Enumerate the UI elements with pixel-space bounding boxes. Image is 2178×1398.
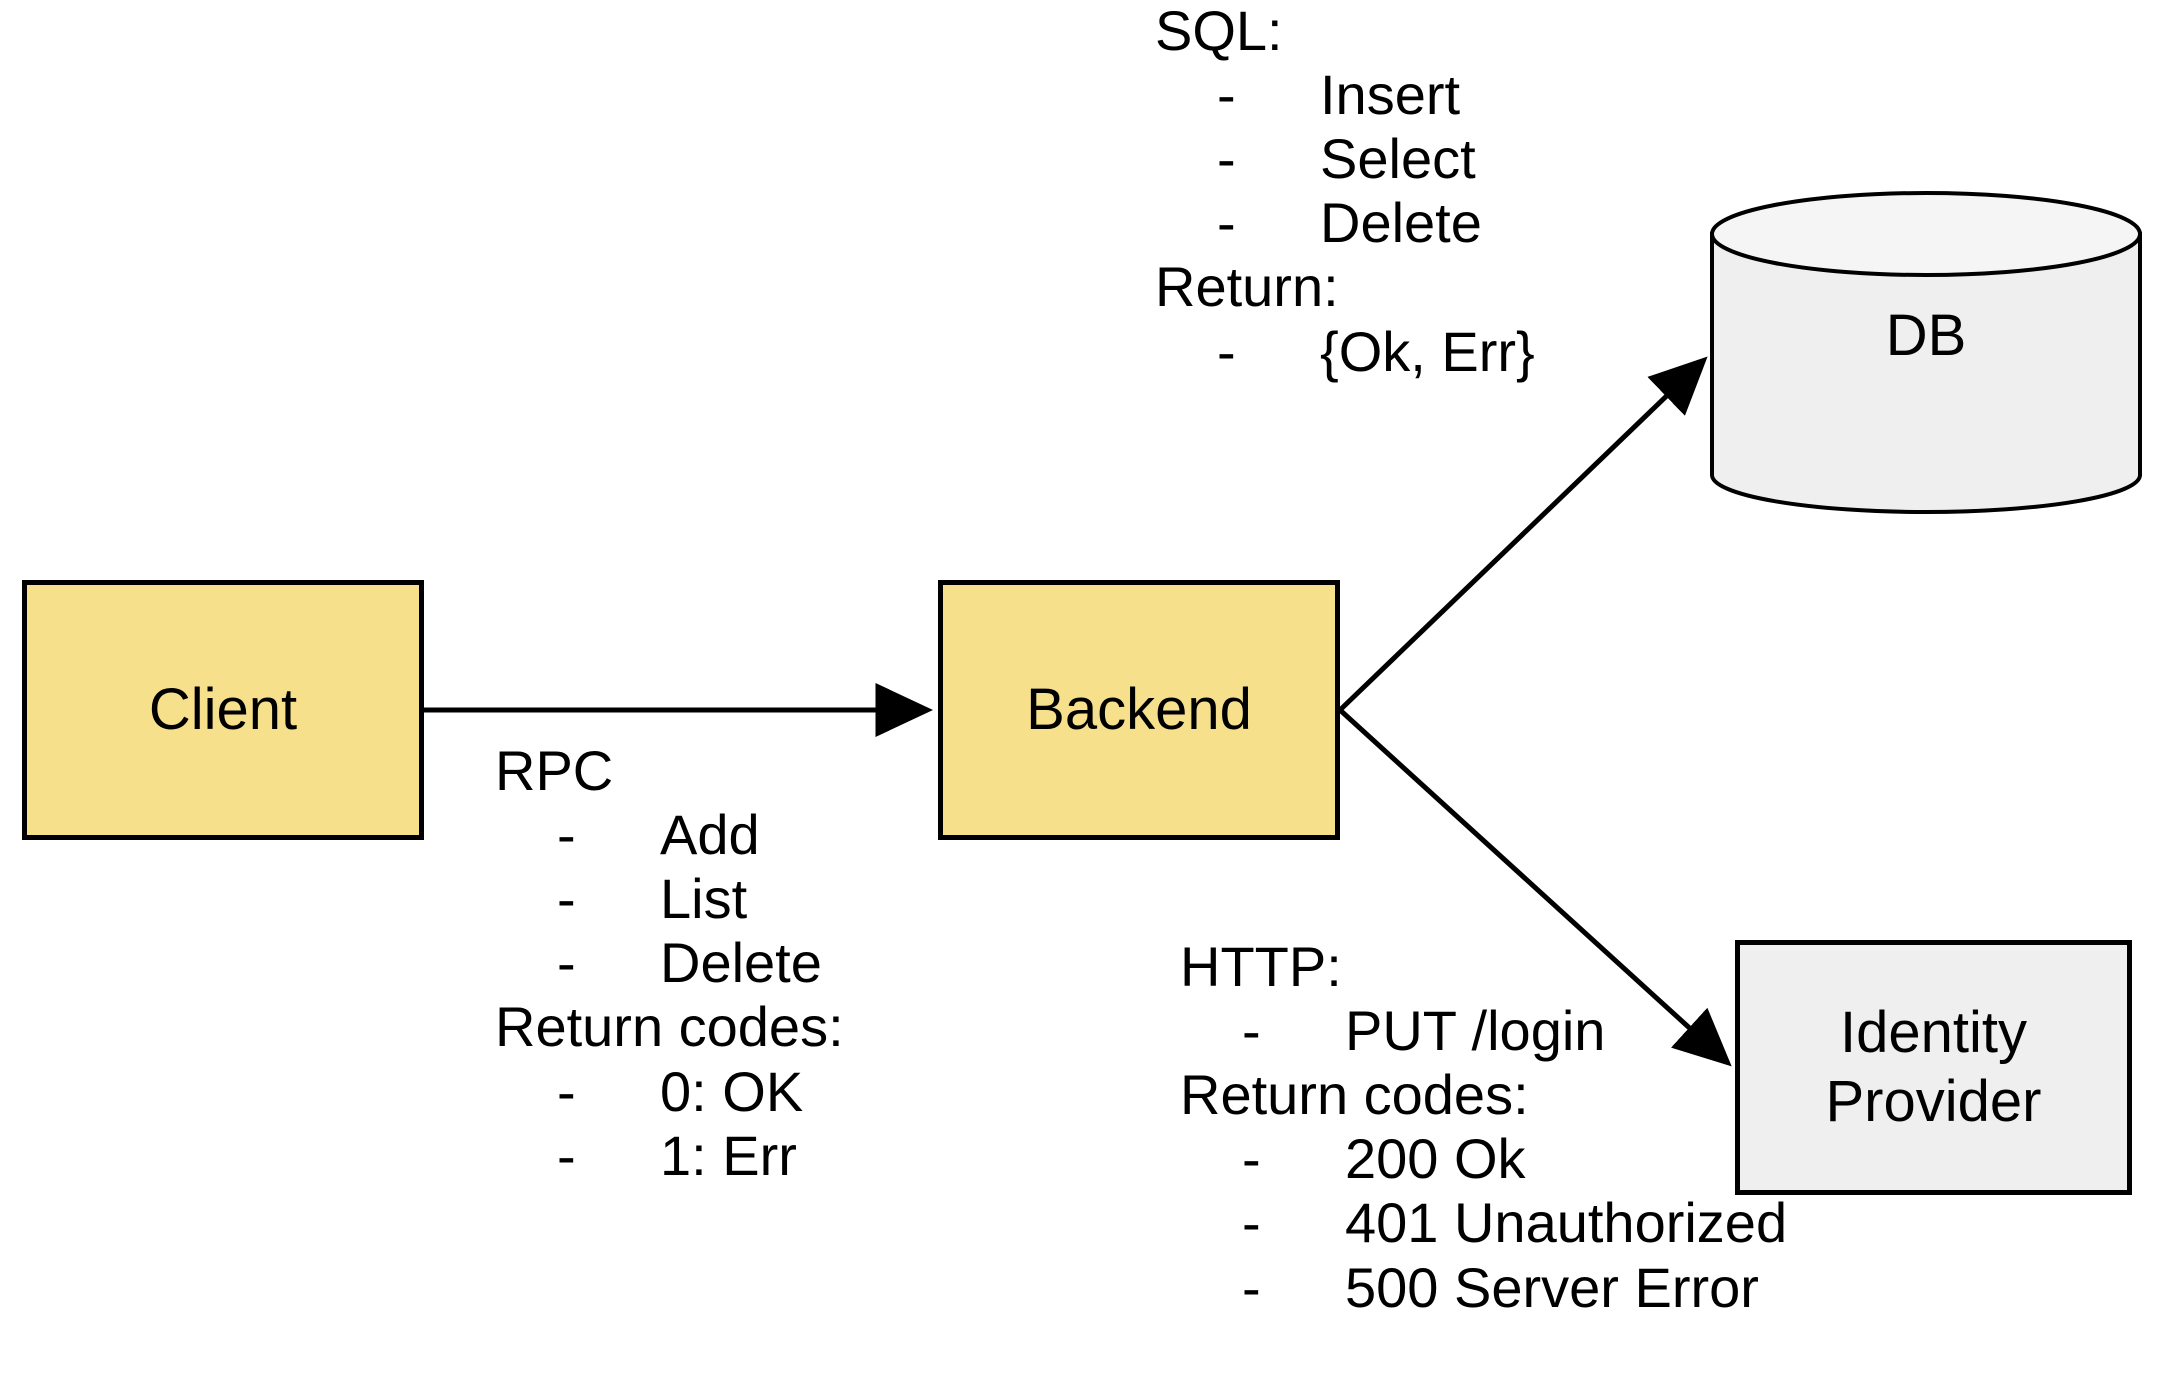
node-client[interactable]: Client [22,580,424,840]
annotation-http-op-label: PUT /login [1345,999,1606,1063]
annotation-http-return: - 500 Server Error [1180,1255,1787,1319]
annotation-http-return: - 401 Unauthorized [1180,1194,1787,1251]
annotation-rpc-return-label: 1: Err [660,1123,797,1187]
bullet-dash: - [1242,1127,1261,1191]
annotation-sql-return-label: {Ok, Err} [1320,319,1535,383]
node-backend-label: Backend [1026,676,1252,742]
node-client-label: Client [148,676,298,742]
annotation-sql-return: - {Ok, Err} [1155,319,1535,383]
annotation-rpc-return-label: 0: OK [660,1059,804,1123]
bullet-dash: - [1242,1191,1261,1255]
node-backend[interactable]: Backend [938,580,1340,840]
annotation-http-heading: HTTP: [1180,935,1342,998]
node-db-label: DB [1885,302,1967,368]
annotation-rpc-returns-heading: Return codes: [495,995,844,1059]
edge-backend-to-idp [1338,708,1732,1067]
bullet-dash: - [557,1123,576,1187]
annotation-http-op: - PUT /login [1180,1002,1787,1059]
annotation-http-return-label: 500 Server Error [1345,1255,1759,1319]
bullet-dash: - [557,1059,576,1123]
annotation-rpc-op-label: Delete [660,931,822,995]
annotation-http: HTTP: - PUT /login Return codes: - 200 O… [1180,938,1787,1323]
bullet-dash: - [1217,63,1236,127]
annotation-rpc-heading: RPC [495,739,614,802]
bullet-dash: - [557,803,576,867]
annotation-sql-op-label: Delete [1320,191,1482,255]
node-db[interactable]: DB [1712,300,2140,372]
annotation-sql-heading: SQL: [1155,0,1283,62]
annotation-rpc-return: - 1: Err [495,1127,844,1184]
annotation-http-return: - 200 Ok [1180,1130,1787,1187]
bullet-dash: - [557,931,576,995]
bullet-dash: - [1242,999,1261,1063]
db-cylinder-shape [1710,191,2142,514]
node-identity-provider[interactable]: Identity Provider [1735,940,2132,1195]
node-identity-provider-label-line2: Provider [1825,1068,2042,1134]
annotation-sql-op-label: Select [1320,127,1476,191]
annotation-rpc-op-label: Add [660,803,760,867]
bullet-dash: - [557,867,576,931]
annotation-rpc-op: - Add [495,806,844,863]
annotation-rpc-op: - List [495,870,844,927]
bullet-dash: - [1217,319,1236,383]
annotation-sql-op-label: Insert [1320,63,1461,127]
node-identity-provider-label-line1: Identity [1839,1000,2027,1066]
annotation-sql-returns-heading: Return: [1155,255,1339,319]
node-identity-provider-label: Identity Provider [1826,999,2042,1136]
annotation-http-returns-heading: Return codes: [1180,1063,1529,1127]
bullet-dash: - [1217,127,1236,191]
annotation-sql: SQL: - Insert - Select - Delete Return: … [1155,2,1535,387]
annotation-rpc-return: - 0: OK [495,1059,844,1123]
annotation-http-return-label: 200 Ok [1345,1127,1526,1191]
annotation-sql-op: - Delete [1155,194,1535,251]
annotation-rpc: RPC - Add - List - Delete Return codes: … [495,742,844,1191]
edge-backend-to-db [1338,356,1708,712]
bullet-dash: - [1217,191,1236,255]
annotation-rpc-op: - Delete [495,934,844,991]
annotation-rpc-op-label: List [660,867,748,931]
annotation-http-return-label: 401 Unauthorized [1345,1191,1788,1255]
annotation-sql-op: - Select [1155,130,1535,187]
bullet-dash: - [1242,1255,1261,1319]
annotation-sql-op: - Insert [1155,66,1535,123]
